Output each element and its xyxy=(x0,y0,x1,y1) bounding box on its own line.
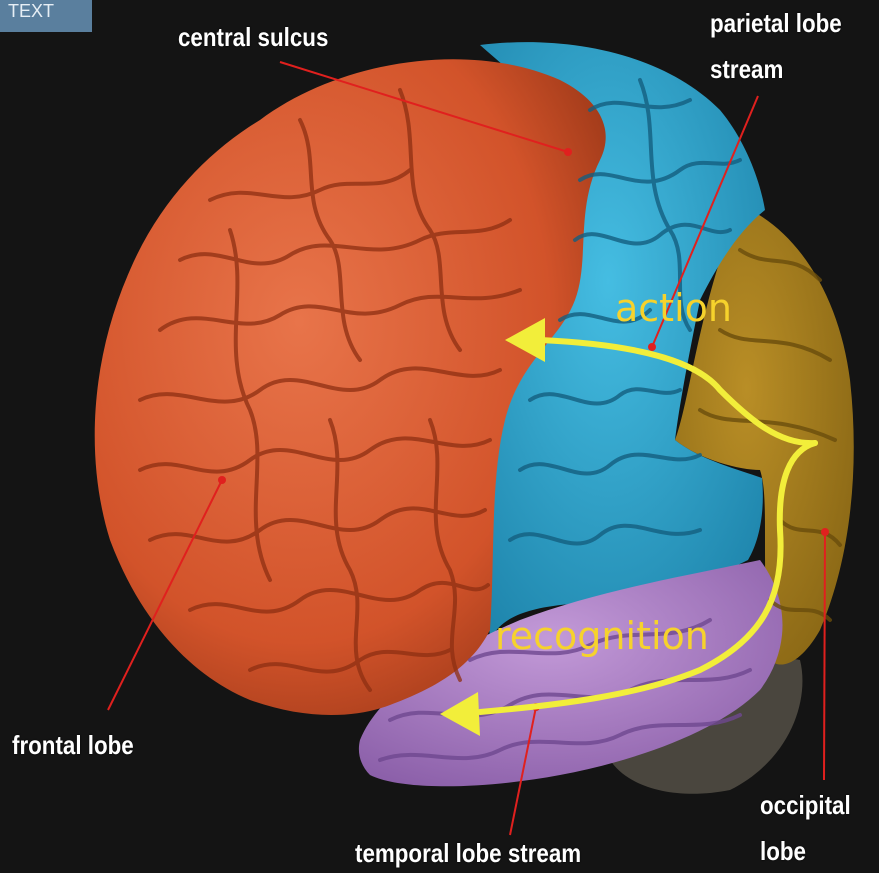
temporal-lobe-stream-label: temporal lobe stream xyxy=(355,836,581,870)
central-sulcus-dot xyxy=(564,148,572,156)
recognition-stream-label: recognition xyxy=(495,614,709,658)
frontal-lobe-label: frontal lobe xyxy=(12,728,134,762)
corner-tag: TEXT xyxy=(0,0,92,32)
occipital-lobe-dot xyxy=(821,528,829,536)
action-stream-label: action xyxy=(615,286,732,330)
frontal-lobe-dot xyxy=(218,476,226,484)
occipital-lobe-leader xyxy=(824,532,825,780)
central-sulcus-label: central sulcus xyxy=(178,20,328,54)
occipital-lobe-label-line1: occipital xyxy=(760,788,851,822)
occipital-lobe-label-line2: lobe xyxy=(760,834,806,868)
parietal-stream-dot xyxy=(648,343,656,351)
parietal-lobe-stream-label-line2: stream xyxy=(710,52,783,86)
parietal-lobe-stream-label-line1: parietal lobe xyxy=(710,6,842,40)
